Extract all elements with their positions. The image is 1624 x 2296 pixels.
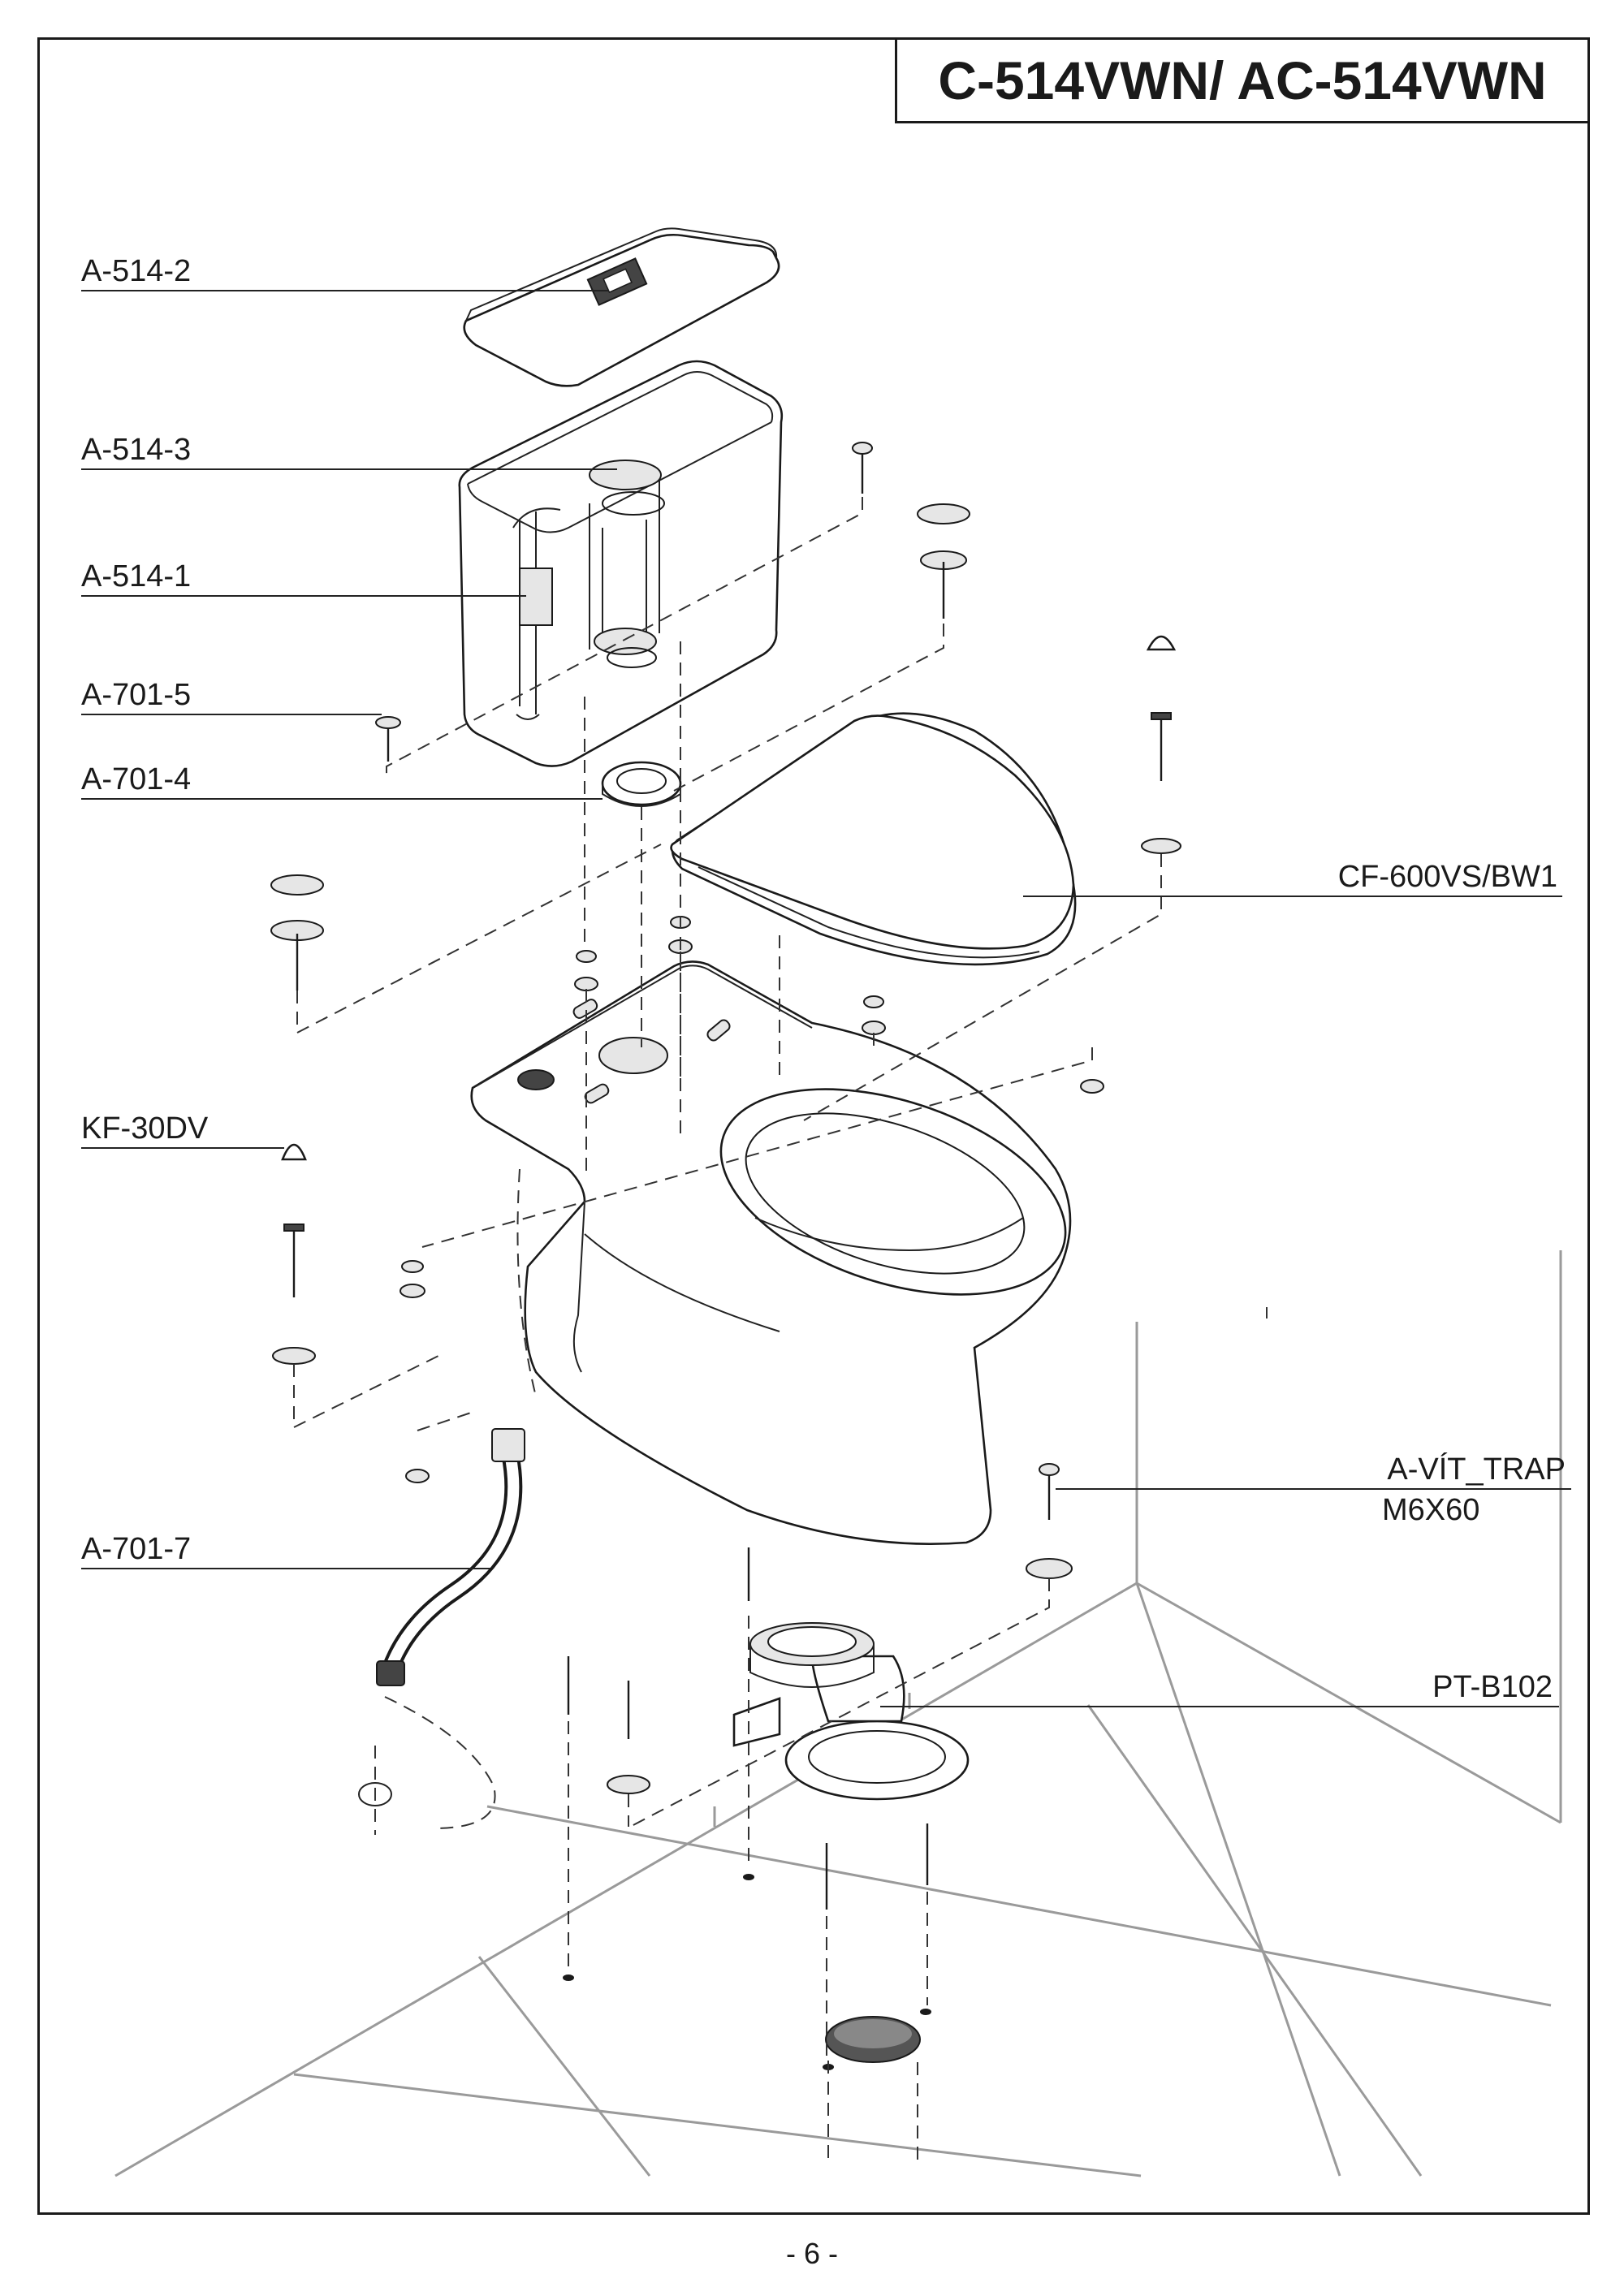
water-hose (376, 1428, 525, 1686)
tank-gasket (601, 761, 682, 807)
hardware (270, 442, 1181, 2070)
label-a701-4: A-701-4 (81, 762, 191, 796)
title-box: C-514VWN/ AC-514VWN (895, 37, 1590, 123)
label-a514-3: A-514-3 (81, 433, 191, 467)
label-a514-2: A-514-2 (81, 254, 191, 288)
hose-washer (358, 1782, 392, 1806)
floor-flange (732, 1622, 970, 2063)
page-number: - 6 - (785, 2237, 838, 2270)
toilet-bowl (470, 960, 1072, 1545)
label-a701-7: A-701-7 (81, 1532, 191, 1566)
leader-lines (81, 290, 1571, 1707)
assembly-lines (293, 497, 1268, 2160)
label-vit-trap: A-VÍT_TRAP (1387, 1452, 1566, 1487)
label-a514-1: A-514-1 (81, 559, 191, 593)
document-title: C-514VWN/ AC-514VWN (938, 50, 1547, 110)
tank-lid (463, 227, 780, 387)
label-ptb102: PT-B102 (1432, 1670, 1553, 1704)
seat-and-lid (670, 712, 1077, 966)
label-kf30: KF-30DV (81, 1111, 209, 1146)
label-cf600: CF-600VS/BW1 (1338, 860, 1557, 894)
label-vit-trap-size: M6X60 (1382, 1493, 1479, 1527)
page-frame (37, 37, 1590, 2215)
tank-body (458, 360, 784, 767)
floor-grid (114, 1250, 1562, 2177)
label-a701-5: A-701-5 (81, 678, 191, 712)
part-labels: A-514-2 A-514-3 A-514-1 A-701-5 A-701-4 … (81, 254, 1566, 1704)
